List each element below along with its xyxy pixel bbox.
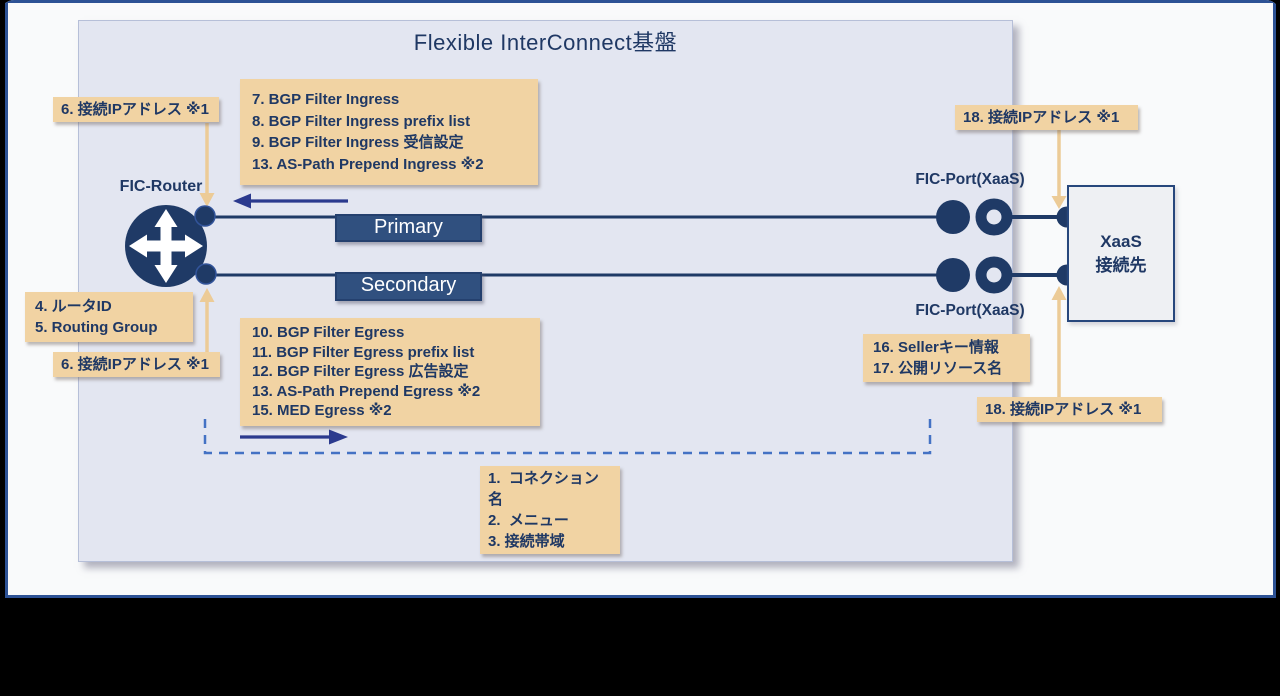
callout-line: 13. AS-Path Prepend Egress ※2 xyxy=(252,382,481,400)
xaas-destination-box: XaaS 接続先 xyxy=(1067,185,1175,322)
fic-router-label: FIC-Router xyxy=(119,178,203,195)
callout-line: 2. メニュー xyxy=(488,512,569,529)
callout-line: 16. Sellerキー情報 xyxy=(873,339,999,356)
callout-line: 5. Routing Group xyxy=(35,319,158,336)
secondary-path-label: Secondary xyxy=(335,272,482,301)
callout-line: 12. BGP Filter Egress 広告設定 xyxy=(252,363,469,380)
callout-ip-bottom-right: 18. 接続IPアドレス ※1 xyxy=(977,397,1162,422)
callout-line: 15. MED Egress ※2 xyxy=(252,402,392,419)
callout-seller-info: 16. Sellerキー情報 17. 公開リソース名 xyxy=(863,334,1030,382)
fic-port-top-label: FIC-Port(XaaS) xyxy=(915,171,1025,188)
callout-ip-bottom-left: 6. 接続IPアドレス ※1 xyxy=(53,352,220,377)
callout-line: 1. コネクション名 xyxy=(488,470,599,508)
callout-line: 11. BGP Filter Egress prefix list xyxy=(252,343,475,361)
callout-ip-top-right: 18. 接続IPアドレス ※1 xyxy=(955,105,1138,130)
diagram-title: Flexible InterConnect基盤 xyxy=(413,30,678,55)
xaas-box-line2: 接続先 xyxy=(1095,255,1147,275)
callout-line: 7. BGP Filter Ingress xyxy=(252,91,400,108)
callout-line: 4. ルータID xyxy=(35,298,112,315)
callout-line: 10. BGP Filter Egress xyxy=(252,324,405,341)
callout-line: 9. BGP Filter Ingress 受信設定 xyxy=(252,134,464,151)
fic-port-bottom-label: FIC-Port(XaaS) xyxy=(915,302,1025,319)
callout-router-info: 4. ルータID 5. Routing Group xyxy=(25,292,193,342)
callout-line: 8. BGP Filter Ingress prefix list xyxy=(252,112,471,130)
xaas-box-line1: XaaS xyxy=(1100,231,1142,251)
callout-ip-top-left: 6. 接続IPアドレス ※1 xyxy=(53,97,219,122)
callout-line: 3. 接続帯域 xyxy=(488,533,565,550)
callout-line: 13. AS-Path Prepend Ingress ※2 xyxy=(252,155,484,173)
callout-bgp-egress: 10. BGP Filter Egress 11. BGP Filter Egr… xyxy=(240,318,540,426)
callout-line: 17. 公開リソース名 xyxy=(873,360,1003,377)
callout-connection-settings: 1. コネクション名 2. メニュー 3. 接続帯域 xyxy=(480,466,620,554)
callout-bgp-ingress: 7. BGP Filter Ingress 8. BGP Filter Ingr… xyxy=(240,79,538,185)
primary-path-label: Primary xyxy=(335,214,482,242)
